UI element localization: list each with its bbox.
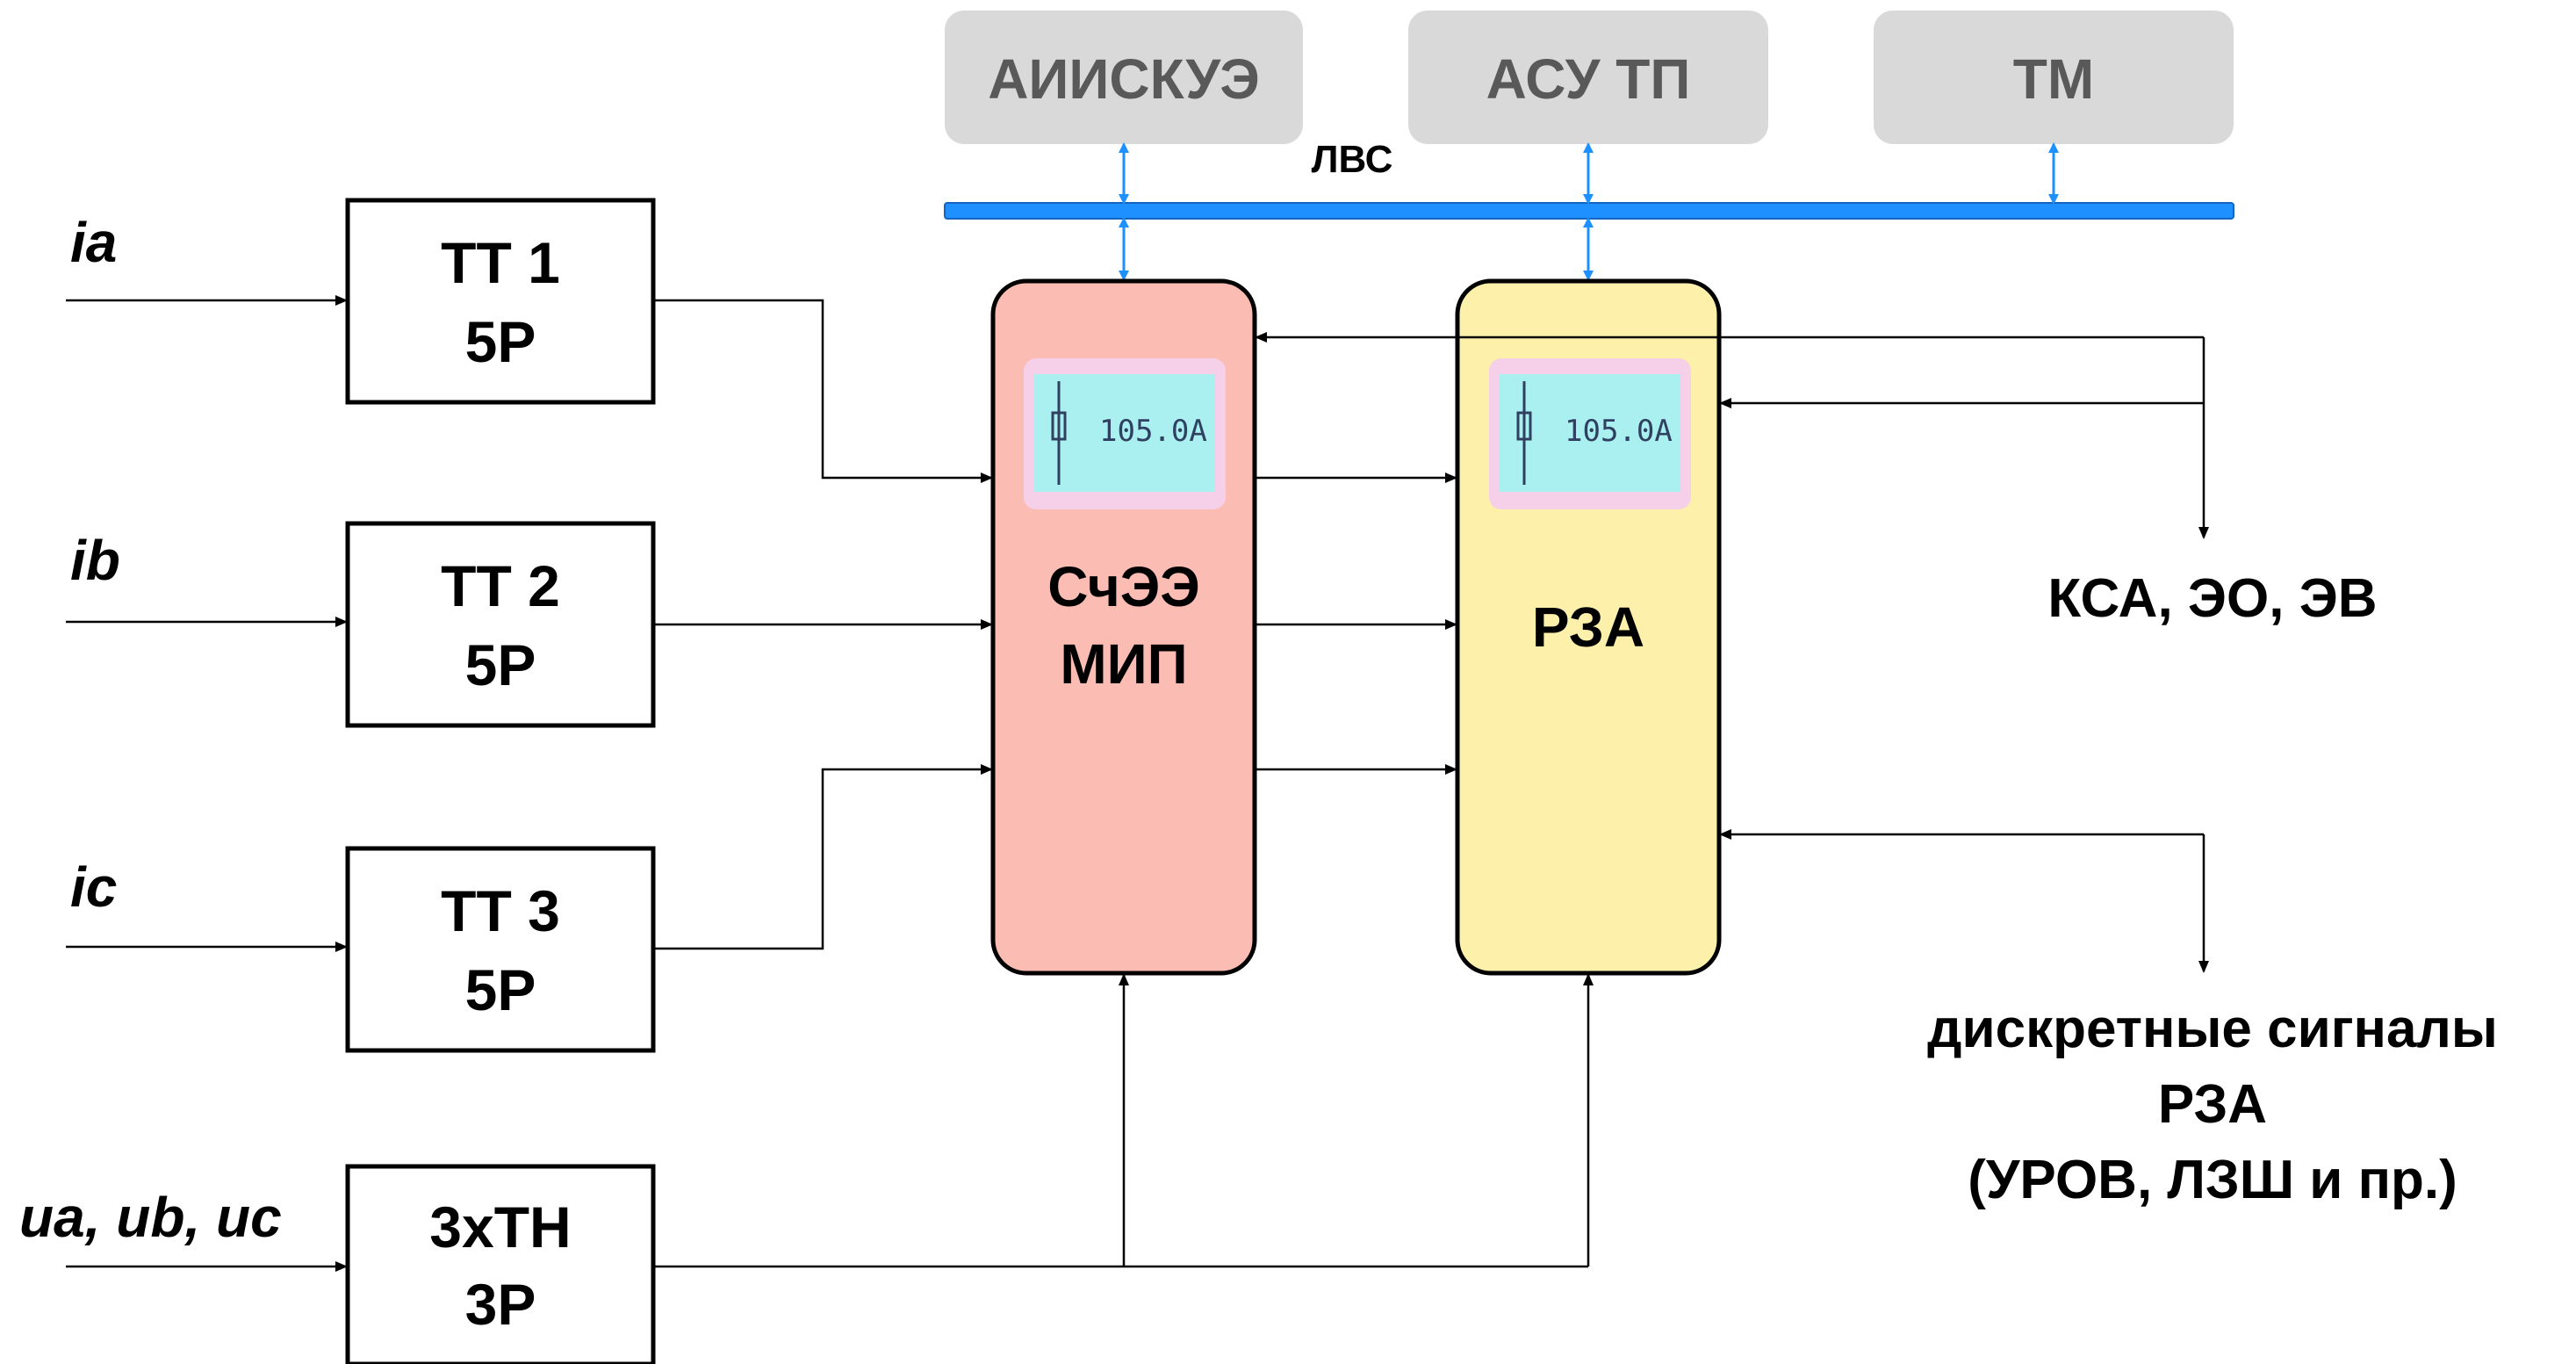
- meter-block: 105.0A СчЭЭ МИП: [990, 278, 1257, 976]
- wire-tt3-meter: [653, 764, 993, 950]
- system-tm-label: ТМ: [2013, 47, 2094, 111]
- tt2-block: ТТ 2 5Р: [345, 521, 656, 728]
- system-tm: ТМ: [1874, 11, 2234, 144]
- output-discrete-line1: дискретные сигналы: [1927, 999, 2498, 1059]
- system-aiiskue-label: АИИСКУЭ: [988, 47, 1260, 111]
- tn-line1: 3хТН: [429, 1194, 571, 1259]
- tt1-block: ТТ 1 5Р: [345, 198, 656, 405]
- system-asutp-label: АСУ ТП: [1486, 47, 1691, 111]
- input-ib-label: ib: [70, 529, 120, 592]
- wire-tt1-meter: [653, 299, 993, 483]
- output-discrete-line2: РЗА: [2158, 1074, 2267, 1135]
- input-ia-label: ia: [70, 211, 117, 274]
- tt3-line1: ТТ 3: [441, 878, 560, 943]
- tt1-line2: 5Р: [465, 309, 536, 374]
- meter-label-line1: СчЭЭ: [1047, 555, 1200, 618]
- lan-bus: [944, 202, 2234, 220]
- tt1-line1: ТТ 1: [441, 230, 560, 295]
- input-ic-label: ic: [70, 855, 117, 919]
- tn-line2: 3Р: [465, 1272, 536, 1337]
- lan-bus-label: ЛВС: [1312, 138, 1393, 181]
- input-voltages-label: ua, ub, uc: [19, 1186, 282, 1249]
- relay-lcd: 105.0A: [1489, 358, 1691, 509]
- output-ksa-label: КСА, ЭО, ЭВ: [2047, 568, 2377, 629]
- relay-lcd-value: 105.0A: [1565, 414, 1673, 449]
- tt3-block: ТТ 3 5Р: [345, 846, 656, 1053]
- meter-lcd: 105.0A: [1024, 358, 1226, 509]
- meter-lcd-value: 105.0A: [1099, 414, 1207, 449]
- tt3-line2: 5Р: [465, 957, 536, 1022]
- tn-block: 3хТН 3Р: [345, 1164, 656, 1364]
- relay-block: 105.0A РЗА: [1455, 278, 1722, 976]
- relay-label: РЗА: [1532, 595, 1644, 659]
- system-asutp: АСУ ТП: [1408, 11, 1768, 144]
- meter-label-line2: МИП: [1060, 632, 1187, 696]
- tt2-line1: ТТ 2: [441, 553, 560, 618]
- tt2-line2: 5Р: [465, 632, 536, 697]
- system-aiiskue: АИИСКУЭ: [945, 11, 1303, 144]
- output-discrete-line3: (УРОВ, ЛЗШ и пр.): [1968, 1150, 2457, 1210]
